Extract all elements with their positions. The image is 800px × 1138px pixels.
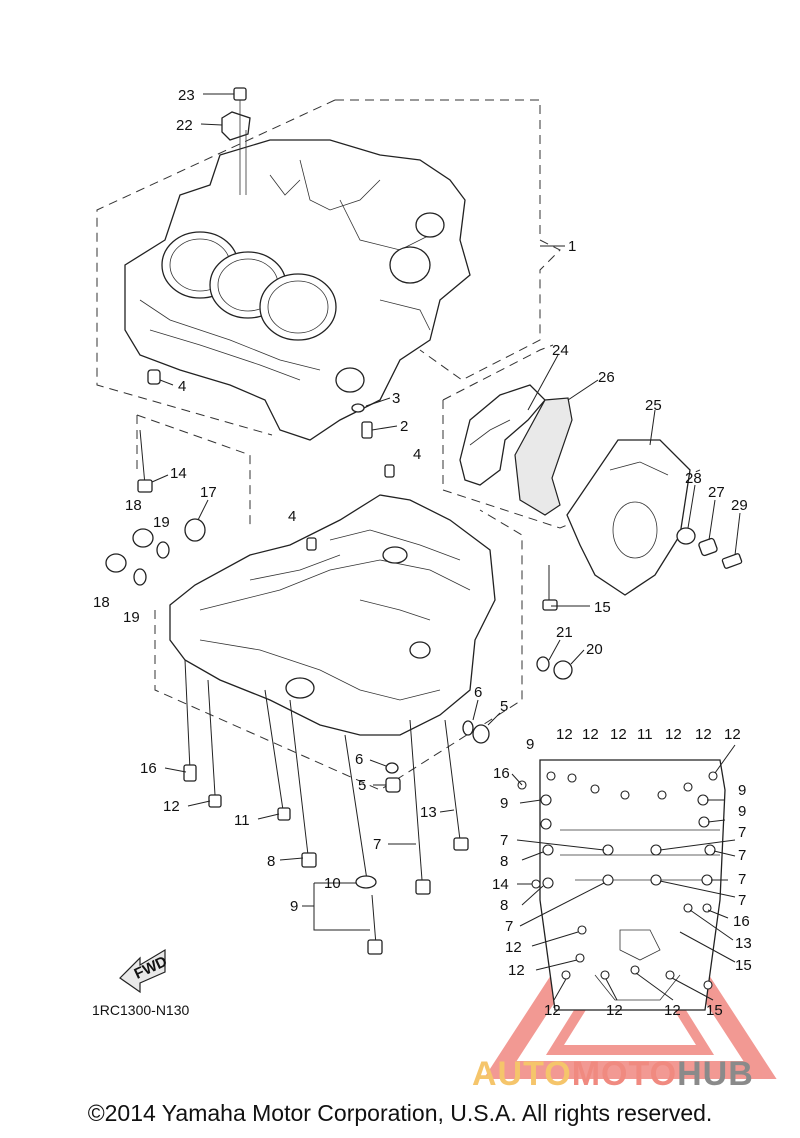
detail-label-15: 15	[706, 1002, 723, 1019]
assembly-dashed-outlines	[96, 99, 701, 791]
label-4: 4	[288, 508, 296, 525]
label-20: 20	[586, 641, 603, 658]
detail-label-12: 12	[664, 1002, 681, 1019]
label-22: 22	[176, 117, 193, 134]
label-12: 12	[163, 798, 180, 815]
detail-label-11: 11	[637, 726, 653, 743]
crankcase-exploded-diagram: FWD	[93, 87, 777, 1079]
label-4: 4	[178, 378, 186, 395]
label-19: 19	[153, 514, 170, 531]
label-4: 4	[413, 446, 421, 463]
detail-label-7: 7	[738, 847, 746, 864]
watermark-auto: AUTO	[472, 1055, 572, 1093]
label-19: 19	[123, 609, 140, 626]
label-29: 29	[731, 497, 748, 514]
label-27: 27	[708, 484, 725, 501]
detail-label-7: 7	[738, 892, 746, 909]
detail-label-9: 9	[738, 782, 746, 799]
upper-crankcase	[124, 139, 471, 441]
detail-label-16: 16	[733, 913, 750, 930]
detail-label-12: 12	[556, 726, 573, 743]
label-25: 25	[645, 397, 662, 414]
label-3: 3	[392, 390, 400, 407]
lower-crankcase	[169, 464, 496, 736]
label-8: 8	[267, 853, 275, 870]
crankcase-underside-detail	[517, 759, 726, 1011]
detail-label-12: 12	[665, 726, 682, 743]
bolt-23-bracket-22	[221, 87, 251, 195]
lower-bolts-group	[183, 659, 469, 955]
label-18: 18	[125, 497, 142, 514]
dowel-3-2-group	[147, 369, 373, 439]
detail-label-13: 13	[735, 935, 752, 952]
label-5: 5	[358, 777, 366, 794]
detail-label-7: 7	[738, 824, 746, 841]
label-7: 7	[373, 836, 381, 853]
detail-label-12: 12	[582, 726, 599, 743]
watermark-hub: HUB	[677, 1055, 754, 1093]
watermark-logo: AUTOMOTOHUB	[472, 1055, 754, 1094]
watermark-moto: MOTO	[571, 1055, 678, 1093]
detail-label-16: 16	[493, 765, 510, 782]
label-6: 6	[474, 684, 482, 701]
label-26: 26	[598, 369, 615, 386]
label-18: 18	[93, 594, 110, 611]
detail-label-12: 12	[606, 1002, 623, 1019]
diagram-code: 1RC1300-N130	[92, 1002, 190, 1018]
label-15: 15	[594, 599, 611, 616]
detail-label-7: 7	[738, 871, 746, 888]
detail-label-9: 9	[500, 795, 508, 812]
label-16: 16	[140, 760, 157, 777]
detail-label-7: 7	[505, 918, 513, 935]
label-1: 1	[568, 238, 576, 255]
crankcase-cover-assembly	[459, 384, 743, 596]
copyright-notice: ©2014 Yamaha Motor Corporation, U.S.A. A…	[87, 1100, 713, 1126]
detail-label-9: 9	[738, 803, 746, 820]
label-10: 10	[324, 875, 341, 892]
label-13: 13	[420, 804, 437, 821]
label-21: 21	[556, 624, 573, 641]
detail-label-12: 12	[544, 1002, 561, 1019]
detail-label-12: 12	[508, 962, 525, 979]
label-28: 28	[685, 470, 702, 487]
detail-label-9: 9	[526, 736, 534, 753]
detail-label-12: 12	[610, 726, 627, 743]
callout-labels: 23 22 1 4 3 2 24 26 25 28 27 29 14 18 17…	[93, 87, 752, 1019]
detail-label-12: 12	[724, 726, 741, 743]
label-14: 14	[170, 465, 187, 482]
detail-label-8: 8	[500, 853, 508, 870]
right-parts-group	[385, 565, 573, 793]
detail-label-12: 12	[695, 726, 712, 743]
label-24: 24	[552, 342, 569, 359]
left-seals-group	[105, 429, 206, 586]
label-2: 2	[400, 418, 408, 435]
detail-label-12: 12	[505, 939, 522, 956]
label-6: 6	[355, 751, 363, 768]
label-leader-lines	[151, 93, 741, 1001]
detail-label-14: 14	[492, 876, 509, 893]
label-5: 5	[500, 698, 508, 715]
detail-label-8: 8	[500, 897, 508, 914]
detail-label-15: 15	[735, 957, 752, 974]
label-23: 23	[178, 87, 195, 104]
label-11: 11	[234, 812, 250, 829]
detail-label-7: 7	[500, 832, 508, 849]
label-9: 9	[290, 898, 298, 915]
label-17: 17	[200, 484, 217, 501]
fwd-arrow-icon: FWD	[119, 948, 170, 994]
